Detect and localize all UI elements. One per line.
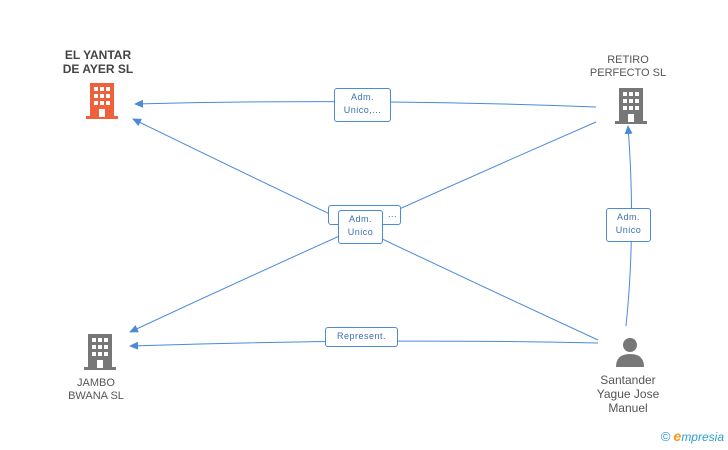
node-label-line: EL YANTAR	[64, 48, 132, 62]
node-label-retiro[interactable]: RETIRO PERFECTO SL	[578, 54, 678, 80]
node-label-line: Manuel	[608, 401, 648, 415]
edge-label-line: Unico	[615, 225, 642, 235]
edge-label-line: ...	[387, 209, 397, 219]
edge-label-line: Adm.	[348, 214, 372, 224]
building-icon[interactable]	[615, 88, 647, 124]
copyright-icon: ©	[660, 429, 671, 444]
node-label-el-yantar[interactable]: EL YANTAR DE AYER SL	[48, 48, 148, 76]
node-label-line: BWANA SL	[68, 390, 124, 402]
node-label-line: Yague Jose	[596, 387, 660, 401]
edge-label-retiro-to-yantar[interactable]: Adm. Unico,...	[334, 88, 391, 122]
edge-label-line: Adm.	[616, 212, 640, 222]
brand-name: mpresia	[681, 430, 724, 444]
node-label-line: RETIRO	[607, 54, 649, 66]
building-icon[interactable]	[84, 334, 116, 370]
node-label-santander[interactable]: Santander Yague Jose Manuel	[578, 373, 678, 415]
edge-label-santander-to-retiro[interactable]: Adm. Unico	[606, 208, 651, 242]
node-label-line: Santander	[600, 373, 656, 387]
building-icon[interactable]	[86, 83, 118, 119]
person-icon[interactable]	[614, 336, 646, 368]
node-label-line: JAMBO	[77, 377, 115, 389]
node-label-jambo[interactable]: JAMBO BWANA SL	[46, 377, 146, 403]
edge-label-line: Unico,...	[343, 105, 382, 115]
node-label-line: DE AYER SL	[62, 62, 134, 76]
empresia-logo: ©empresia	[661, 428, 724, 444]
edge-label-santander-to-jambo[interactable]: Represent.	[325, 327, 398, 347]
edge-label-line: Represent.	[336, 331, 387, 341]
node-label-line: PERFECTO SL	[589, 67, 667, 79]
edge-label-line: Adm.	[350, 92, 374, 102]
brand-initial: e	[673, 428, 682, 444]
edge-label-line: Unico	[347, 227, 374, 237]
edge-label-center-front[interactable]: Adm. Unico	[338, 210, 383, 244]
